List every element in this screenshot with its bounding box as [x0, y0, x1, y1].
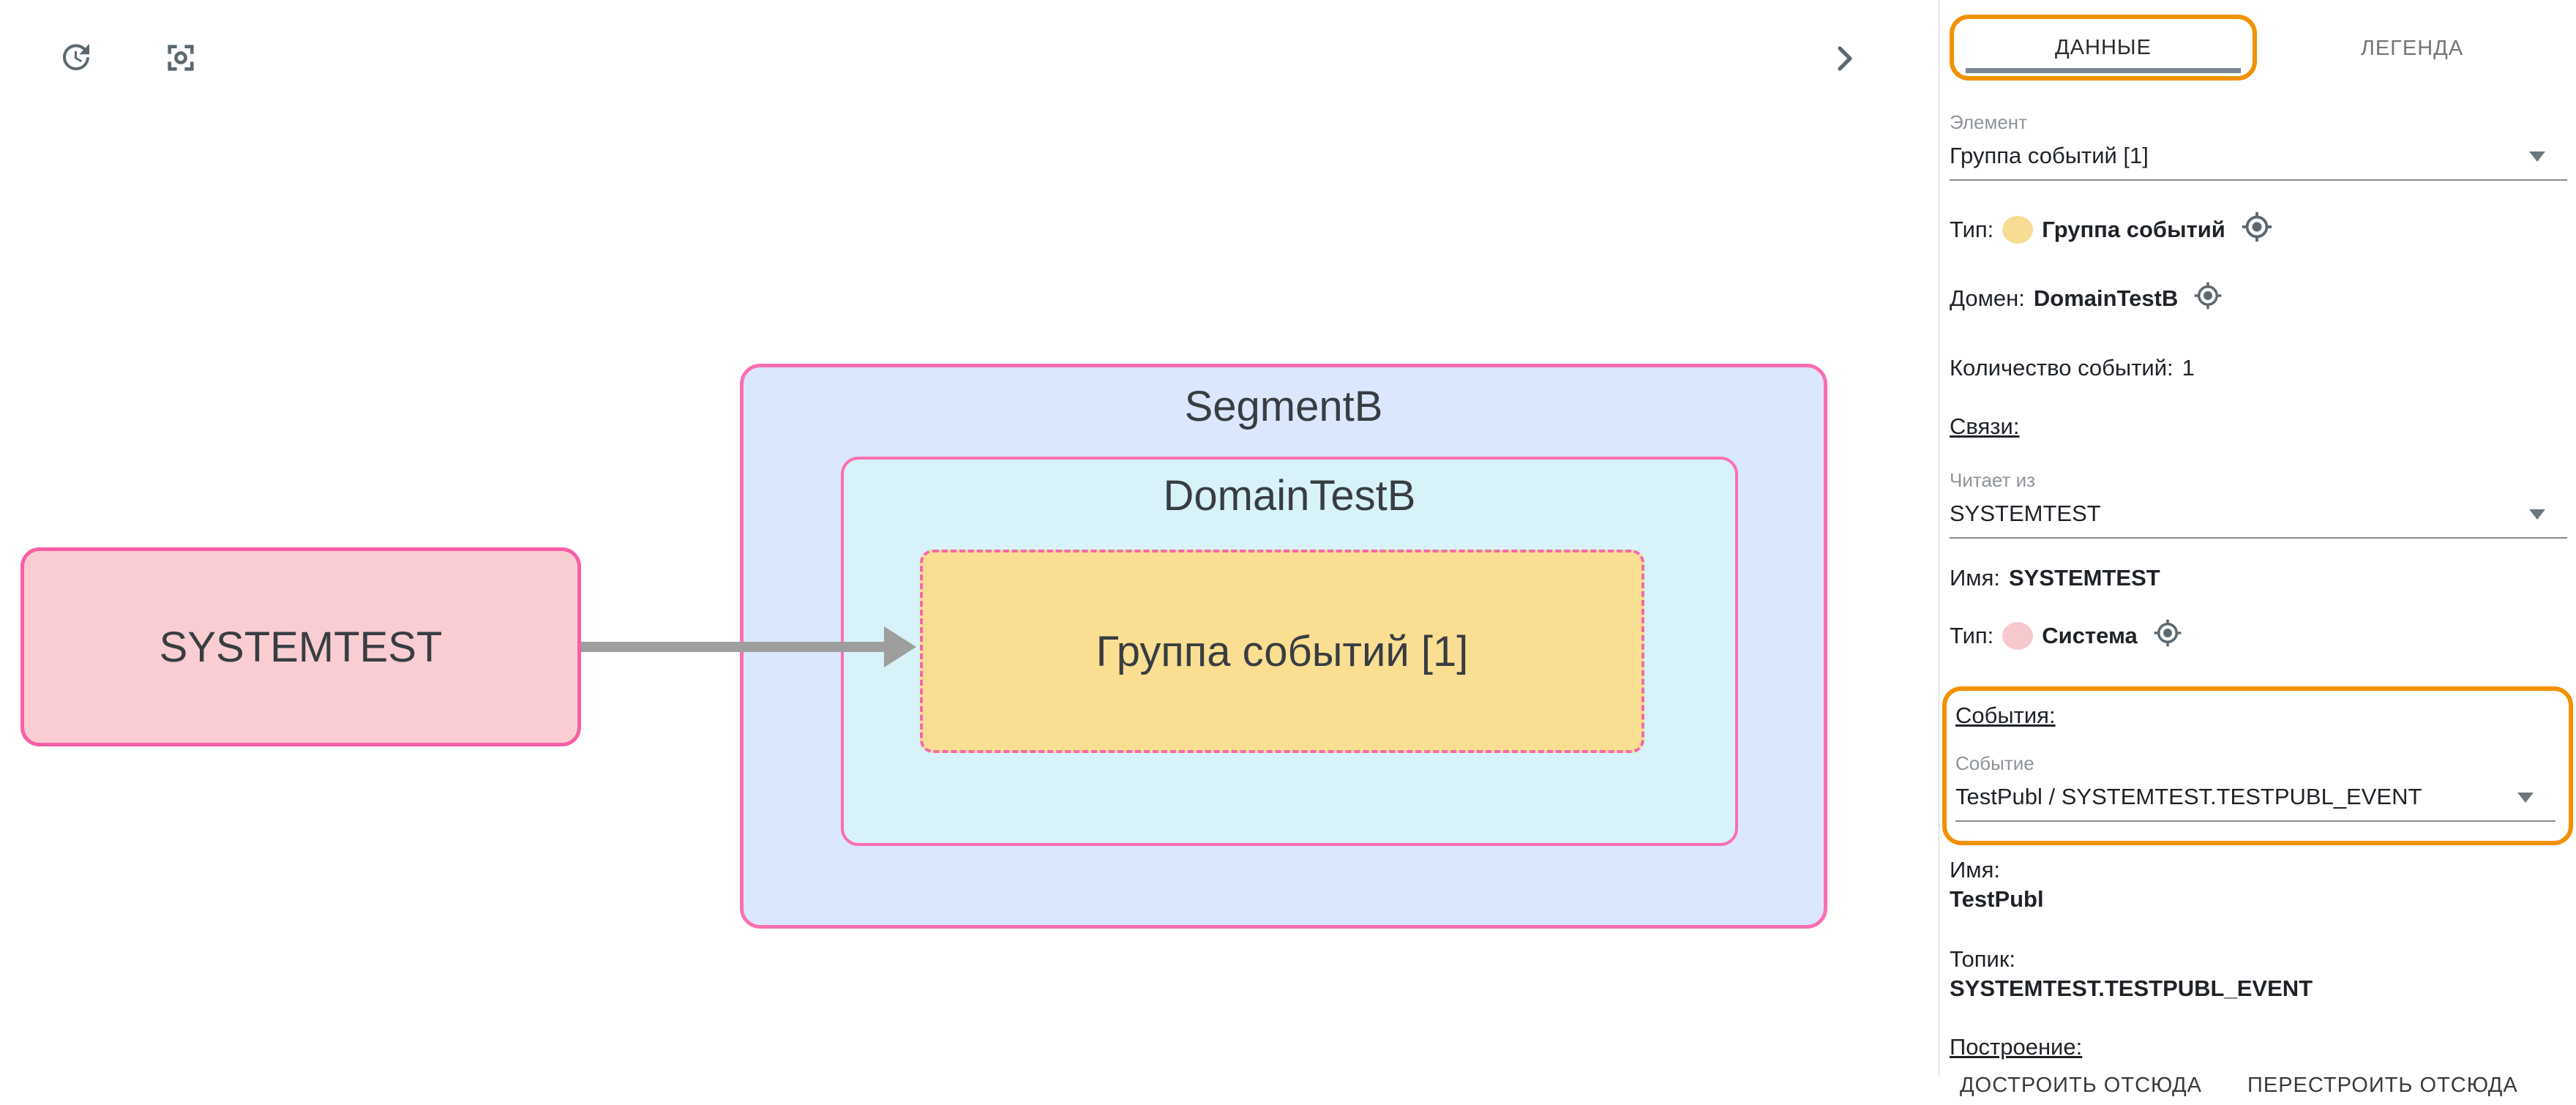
node-segmentb-label: SegmentB — [1184, 383, 1383, 430]
event-group-color-dot — [2002, 216, 2034, 244]
event-count-value: 1 — [2182, 355, 2195, 381]
node-domaintestb[interactable]: DomainTestB Группа событий [1] — [841, 457, 1738, 846]
build-heading: Построение: — [1950, 1034, 2083, 1060]
locate-icon[interactable] — [2152, 618, 2183, 654]
event-select[interactable]: Событие TestPubl / SYSTEMTEST.TESTPUBL_E… — [1955, 752, 2556, 822]
node-systemtest[interactable]: SYSTEMTEST — [20, 547, 581, 746]
locate-icon[interactable] — [2193, 280, 2223, 317]
reads-from-value[interactable]: SYSTEMTEST — [1950, 501, 2567, 539]
system-name-label: Имя: — [1950, 565, 2000, 591]
system-name-row: Имя: SYSTEMTEST — [1950, 565, 2567, 591]
domain-row: Домен: DomainTestB — [1950, 280, 2567, 317]
history-refresh-icon[interactable] — [59, 40, 94, 78]
dropdown-arrow-icon[interactable] — [2529, 151, 2545, 162]
system-type-label: Тип: — [1950, 623, 1994, 648]
tab-legend-label: ЛЕГЕНДА — [2360, 36, 2464, 60]
event-name-block: Имя: TestPubl — [1950, 857, 2567, 913]
tab-data[interactable]: ДАННЫЕ — [1954, 19, 2253, 76]
events-heading: События: — [1955, 703, 2056, 728]
rebuild-from-here-button[interactable]: ПЕРЕСТРОИТЬ ОТСЮДА — [2237, 1066, 2528, 1105]
event-name-value: TestPubl — [1950, 886, 2044, 912]
node-segmentb[interactable]: SegmentB DomainTestB Группа событий [1] — [740, 364, 1827, 929]
node-domaintestb-label: DomainTestB — [1163, 472, 1416, 520]
system-name-value: SYSTEMTEST — [2009, 565, 2160, 591]
topic-label: Топик: — [1950, 946, 2016, 972]
element-select-label: Элемент — [1950, 111, 2028, 133]
tab-data-label: ДАННЫЕ — [2055, 35, 2152, 59]
links-heading: Связи: — [1950, 413, 2020, 439]
locate-icon[interactable] — [2240, 210, 2274, 250]
chevron-right-icon[interactable] — [1827, 41, 1862, 80]
type-value: Группа событий — [2042, 217, 2225, 242]
tab-legend[interactable]: ЛЕГЕНДА — [2257, 15, 2567, 82]
system-type-row: Тип: Система — [1950, 618, 2567, 654]
system-color-dot — [2002, 622, 2034, 650]
topic-value: SYSTEMTEST.TESTPUBL_EVENT — [1950, 975, 2313, 1001]
build-from-here-button[interactable]: ДОСТРОИТЬ ОТСЮДА — [1950, 1066, 2212, 1105]
tab-data-highlight: ДАННЫЕ — [1950, 15, 2257, 80]
event-select-label: Событие — [1955, 752, 2034, 774]
build-buttons: ДОСТРОИТЬ ОТСЮДА ПЕРЕСТРОИТЬ ОТСЮДА — [1950, 1066, 2567, 1105]
system-type-value: Система — [2042, 623, 2138, 648]
node-systemtest-label: SYSTEMTEST — [159, 623, 443, 671]
domain-label: Домен: — [1950, 285, 2025, 311]
events-section: События: Событие TestPubl / SYSTEMTEST.T… — [1942, 686, 2573, 845]
tab-active-indicator — [1966, 68, 2241, 73]
event-name-label: Имя: — [1950, 857, 2000, 883]
element-select[interactable]: Элемент Группа событий [1] — [1950, 111, 2567, 181]
reads-from-label: Читает из — [1950, 469, 2036, 491]
reads-from-select[interactable]: Читает из SYSTEMTEST — [1950, 469, 2567, 539]
dropdown-arrow-icon[interactable] — [2529, 509, 2545, 520]
dropdown-arrow-icon[interactable] — [2517, 793, 2534, 803]
event-select-value[interactable]: TestPubl / SYSTEMTEST.TESTPUBL_EVENT — [1955, 784, 2556, 822]
details-panel: ДАННЫЕ ЛЕГЕНДА Элемент Группа событий [1… — [1939, 0, 2576, 1097]
edge-arrow — [581, 626, 916, 667]
diagram-canvas[interactable]: SYSTEMTEST SegmentB DomainTestB Группа с… — [0, 0, 1938, 1076]
type-row: Тип: Группа событий — [1950, 210, 2567, 250]
domain-value: DomainTestB — [2033, 285, 2179, 311]
type-label: Тип: — [1950, 217, 1994, 242]
panel-tabs: ДАННЫЕ ЛЕГЕНДА — [1950, 15, 2567, 82]
center-focus-icon[interactable] — [164, 41, 198, 78]
topic-block: Топик: SYSTEMTEST.TESTPUBL_EVENT — [1950, 946, 2567, 1002]
node-event-group[interactable]: Группа событий [1] — [920, 550, 1644, 753]
node-event-group-label: Группа событий [1] — [1096, 627, 1469, 675]
event-count-label: Количество событий: — [1950, 355, 2174, 381]
element-select-value[interactable]: Группа событий [1] — [1950, 143, 2567, 181]
event-count-row: Количество событий: 1 — [1950, 355, 2567, 381]
